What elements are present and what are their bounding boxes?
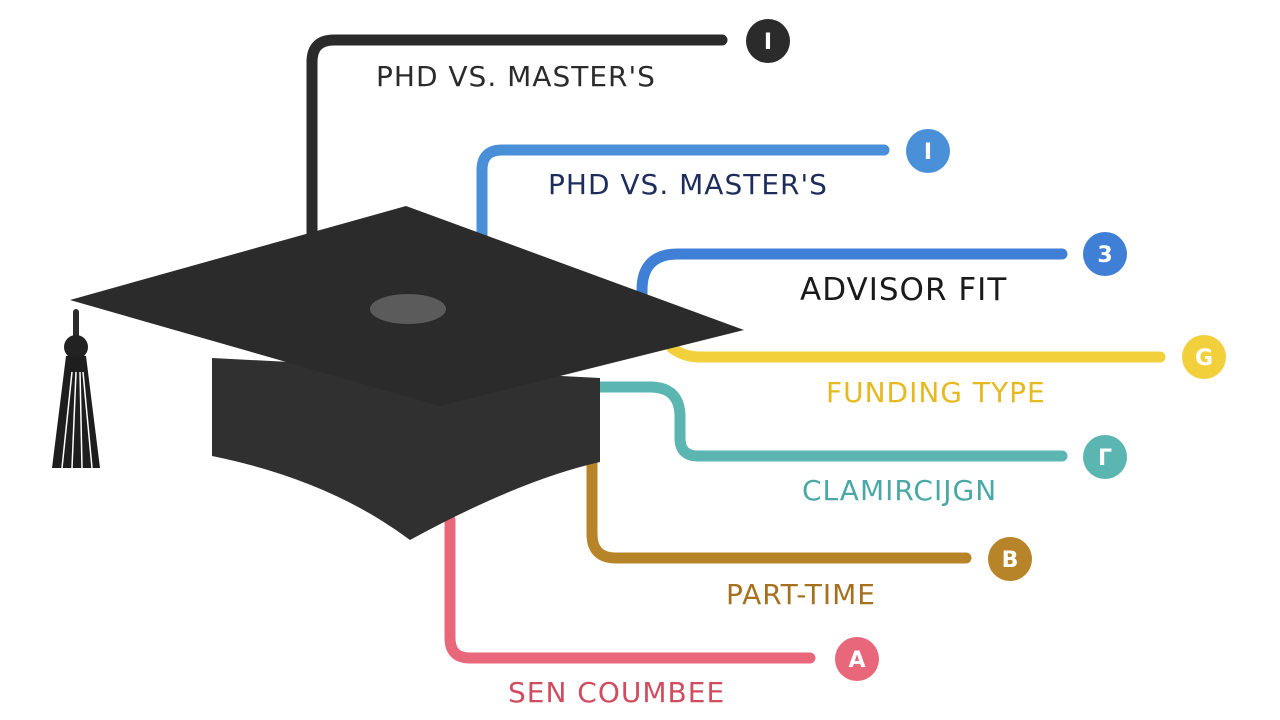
- connector-clamirecijgn: [594, 381, 1068, 462]
- cap-button: [370, 294, 446, 324]
- svg-text:I: I: [764, 30, 772, 55]
- badge-phd-masters-2: I: [906, 129, 950, 173]
- connector-sen-coumbee: [444, 514, 816, 664]
- badge-funding-type: G: [1182, 335, 1226, 379]
- connector-advisor-fit: [636, 248, 1068, 306]
- badge-clamirecijgn: Г: [1083, 435, 1127, 479]
- svg-text:Г: Г: [1098, 446, 1112, 471]
- svg-text:I: I: [924, 140, 932, 165]
- label-part-time: PART-TIME: [726, 578, 876, 611]
- graduation-cap-icon: [52, 206, 744, 540]
- svg-text:3: 3: [1097, 243, 1112, 268]
- connector-phd-masters-1: [306, 34, 728, 244]
- tassel-knot: [64, 335, 88, 359]
- label-phd-masters-1: PHD VS. MASTER'S: [376, 60, 656, 93]
- svg-text:A: A: [848, 648, 865, 673]
- branch-labels: PHD VS. MASTER'S PHD VS. MASTER'S ADVISO…: [376, 60, 1046, 709]
- connector-lines: [306, 34, 1166, 664]
- label-sen-coumbee: SEN COUMBEE: [508, 676, 725, 709]
- label-funding-type: FUNDING TYPE: [826, 376, 1046, 409]
- connector-part-time: [586, 454, 972, 564]
- badge-phd-masters-1: I: [746, 19, 790, 63]
- svg-text:G: G: [1195, 346, 1213, 371]
- connector-phd-masters-2: [476, 144, 890, 244]
- label-clamirecijgn: CLAMIRCIJGN: [802, 474, 997, 507]
- label-phd-masters-2: PHD VS. MASTER'S: [548, 168, 828, 201]
- svg-text:B: B: [1002, 548, 1019, 573]
- badges: I I 3 G Г B A: [746, 19, 1226, 681]
- label-advisor-fit: ADVISOR FIT: [800, 272, 1007, 308]
- tassel-strands: [61, 371, 93, 469]
- badge-sen-coumbee: A: [835, 637, 879, 681]
- cap-body: [212, 358, 600, 540]
- connector-funding-type: [666, 342, 1166, 363]
- tassel-fringe: [52, 356, 100, 468]
- badge-advisor-fit: 3: [1083, 232, 1127, 276]
- badge-part-time: B: [988, 537, 1032, 581]
